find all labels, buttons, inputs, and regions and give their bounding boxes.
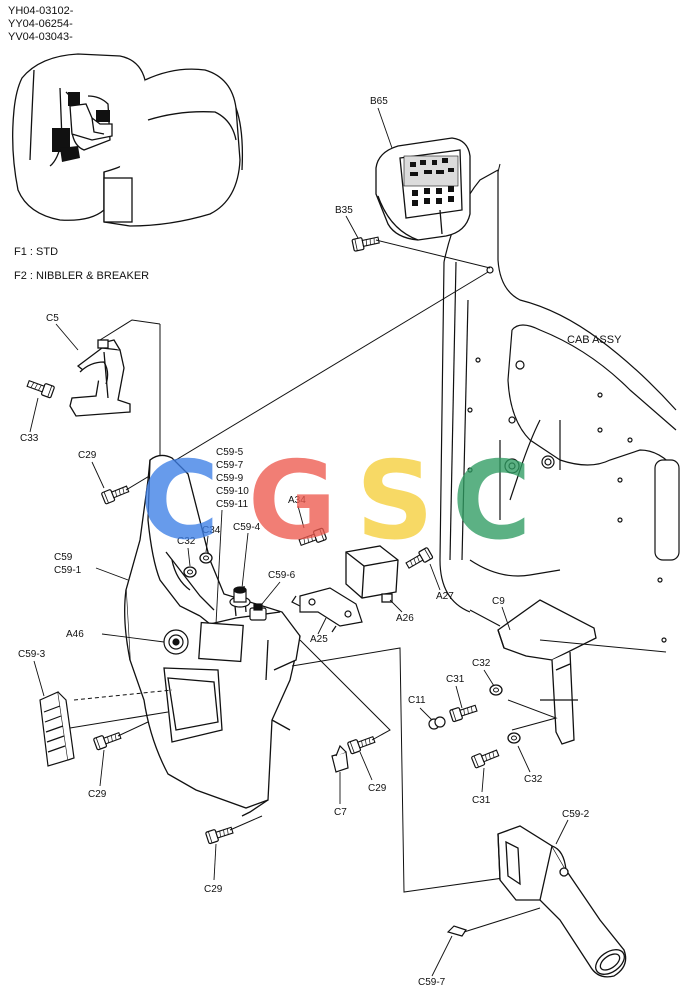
serial-number: YH04-03102-	[8, 5, 74, 17]
label-c59-11: C59-11	[216, 499, 248, 510]
label-c33: C33	[20, 433, 39, 444]
label-c59-1: C59-1	[54, 565, 82, 576]
label-c11: C11	[408, 695, 426, 706]
label-b35: B35	[335, 205, 353, 216]
washer-c32-bot	[507, 732, 521, 744]
screw-c59-7	[446, 907, 541, 937]
leader-line	[375, 239, 491, 269]
label-c31-bot: C31	[472, 795, 491, 806]
switch-panel-b65	[375, 137, 471, 241]
label-c32: C32	[177, 536, 196, 547]
bolt-c29-mid	[346, 733, 377, 755]
label-a26: A26	[396, 613, 414, 624]
knob-a46	[163, 629, 189, 655]
bracket-c5	[69, 339, 131, 417]
bolt-c29-top	[100, 482, 131, 505]
relay-a26	[345, 545, 399, 603]
legend-desc: NIBBLER & BREAKER	[36, 270, 150, 282]
label-c59-4: C59-4	[233, 522, 261, 533]
legend-code: F1	[14, 246, 27, 258]
label-c34: C34	[202, 525, 221, 536]
bolt-c33	[25, 377, 56, 399]
legend-f1: F1 : STD	[14, 246, 59, 258]
label-c5: C5	[46, 313, 59, 324]
bolt-c31-top	[448, 701, 479, 723]
label-c59-10: C59-10	[216, 486, 249, 497]
label-c29-left: C29	[88, 789, 107, 800]
washer-c32	[183, 566, 197, 578]
watermark-logo: C G S C	[140, 439, 531, 564]
legend-desc: STD	[36, 246, 59, 258]
label-c32-mid: C32	[472, 658, 491, 669]
label-c59-2: C59-2	[562, 809, 590, 820]
duct-c59-2	[497, 825, 627, 978]
clip-c7	[331, 744, 349, 773]
grille-c59-3	[39, 691, 75, 767]
label-b65: B65	[370, 96, 388, 107]
label-c59-7: C59-7	[216, 460, 244, 471]
bolt-b35	[351, 233, 381, 252]
label-c29: C29	[78, 450, 97, 461]
watermark-letter: G	[248, 439, 337, 564]
cab-overview-sketch	[12, 53, 244, 227]
serial-number-list: YH04-03102- YY04-06254- YV04-03043-	[8, 5, 73, 44]
watermark-letter: C	[140, 439, 219, 564]
watermark-letter: S	[356, 439, 434, 564]
label-c32-bot: C32	[524, 774, 543, 785]
label-c31: C31	[446, 674, 465, 685]
label-cab-assy: CAB ASSY	[567, 334, 622, 346]
label-a34: A34	[288, 495, 306, 506]
bracket-a25	[291, 587, 363, 633]
label-c9: C9	[492, 596, 505, 607]
bolt-c29-bottom	[204, 823, 235, 845]
label-c29-mid: C29	[368, 783, 387, 794]
label-a46: A46	[66, 629, 84, 640]
label-a25: A25	[310, 634, 328, 645]
legend-f2: F2 : NIBBLER & BREAKER	[14, 270, 150, 282]
label-c59-9: C59-9	[216, 473, 244, 484]
switch-c59-6	[249, 603, 267, 621]
label-leaders	[29, 107, 569, 977]
label-c59-6: C59-6	[268, 570, 296, 581]
label-c59-7-bottom: C59-7	[418, 977, 446, 988]
label-a27: A27	[436, 591, 454, 602]
label-c59-5: C59-5	[216, 447, 244, 458]
bracket-c9	[497, 599, 597, 745]
nut-c11	[428, 716, 446, 730]
serial-number: YV04-03043-	[8, 31, 73, 43]
bolt-c29-left	[92, 729, 123, 751]
serial-number: YY04-06254-	[8, 18, 73, 30]
console-c59	[124, 454, 301, 817]
cab-frame	[439, 169, 680, 643]
label-c59-3: C59-3	[18, 649, 46, 660]
label-c7: C7	[334, 807, 347, 818]
bolt-c31-bot	[470, 746, 501, 769]
washer-c32-mid	[489, 684, 503, 696]
label-c29-bottom: C29	[204, 884, 223, 895]
label-c59: C59	[54, 552, 73, 563]
knob-c59-4	[229, 586, 251, 608]
watermark-letter: C	[452, 439, 531, 564]
legend-code: F2	[14, 270, 27, 282]
